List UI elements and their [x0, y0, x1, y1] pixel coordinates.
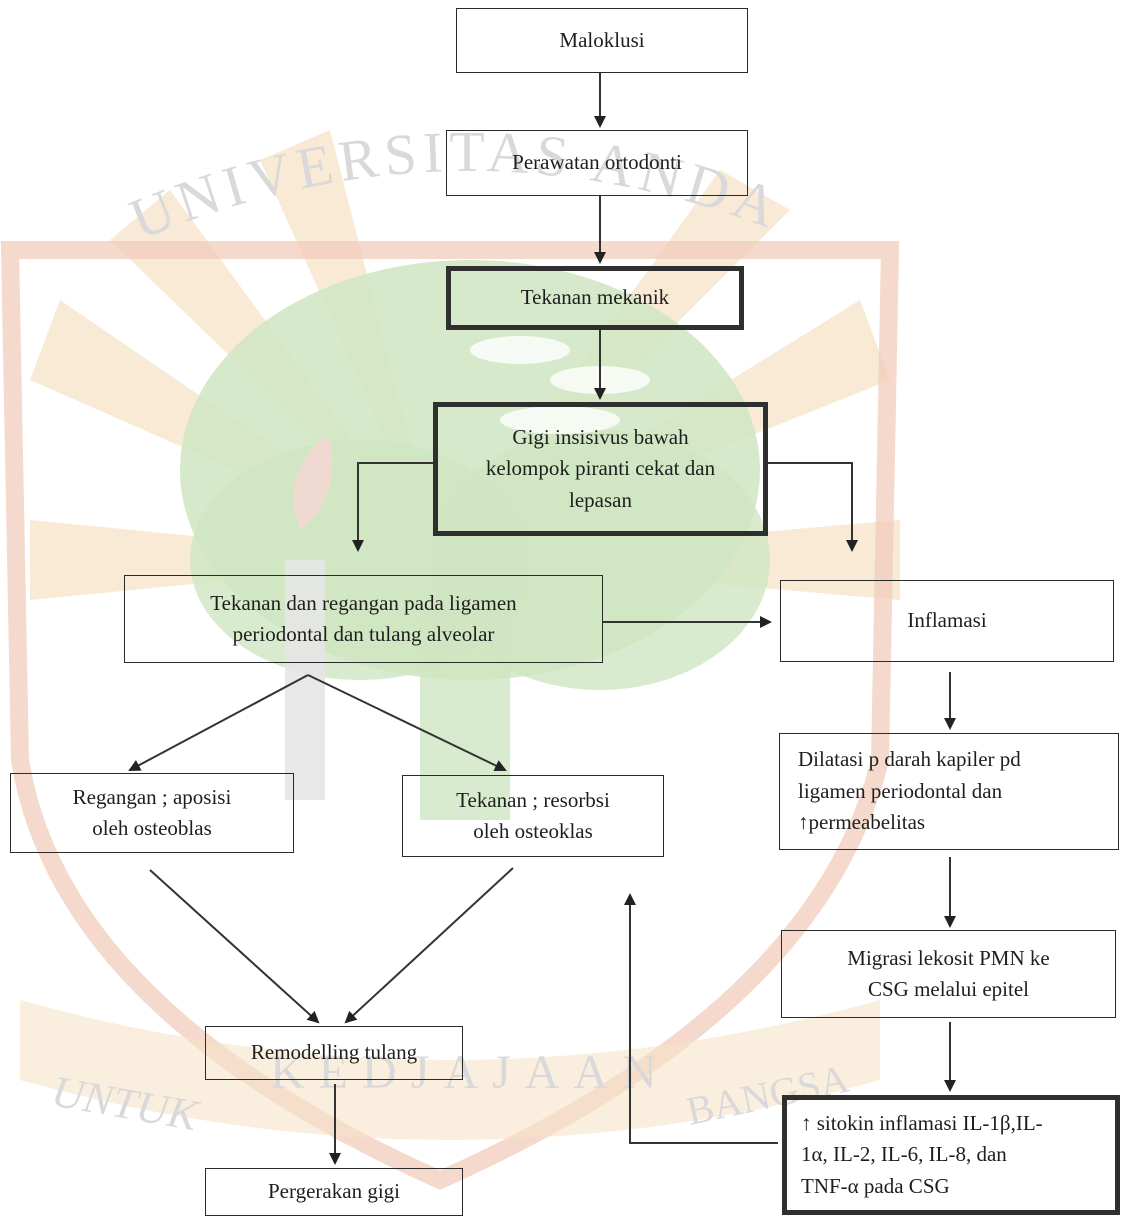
- node-gigi-insisivus-label: Gigi insisivus bawah kelompok piranti ce…: [485, 424, 716, 512]
- node-inflamasi-label: Inflamasi: [907, 608, 987, 633]
- arrow-tekanan-regangan-tekanan-resorbsi: [307, 674, 507, 772]
- node-migrasi-label: Migrasi lekosit PMN ke CSG melalui epite…: [847, 945, 1050, 1002]
- node-pergerakan-gigi-label: Pergerakan gigi: [268, 1179, 400, 1204]
- node-perawatan-ortodonti-label: Perawatan ortodonti: [512, 150, 682, 175]
- node-gigi-insisivus: Gigi insisivus bawah kelompok piranti ce…: [433, 402, 768, 536]
- node-regangan-aposisi-label: Regangan ; aposisi oleh osteoblas: [72, 784, 232, 841]
- node-sitokin-label: ↑ sitokin inflamasi IL-1β,IL- 1α, IL-2, …: [801, 1110, 1043, 1198]
- node-pergerakan-gigi: Pergerakan gigi: [205, 1168, 463, 1216]
- node-maloklusi-label: Maloklusi: [559, 27, 645, 52]
- banner-shape: [20, 1000, 880, 1140]
- node-remodelling: Remodelling tulang: [205, 1026, 463, 1080]
- node-maloklusi: Maloklusi: [456, 8, 748, 73]
- node-remodelling-label: Remodelling tulang: [250, 1040, 418, 1065]
- node-perawatan-ortodonti: Perawatan ortodonti: [446, 130, 748, 196]
- node-tekanan-resorbsi-label: Tekanan ; resorbsi oleh osteoklas: [456, 787, 610, 844]
- node-tekanan-resorbsi: Tekanan ; resorbsi oleh osteoklas: [402, 775, 664, 857]
- node-regangan-aposisi: Regangan ; aposisi oleh osteoblas: [10, 773, 294, 853]
- node-dilatasi: Dilatasi p darah kapiler pd ligamen peri…: [779, 733, 1119, 850]
- tree-trunk: [420, 600, 510, 820]
- arrow-tekanan-regangan-regangan: [128, 674, 309, 771]
- flame-shape: [293, 440, 332, 530]
- node-tekanan-mekanik-label: Tekanan mekanik: [520, 285, 670, 310]
- arrow-tekanan-resorbsi-remodelling: [344, 867, 514, 1024]
- arrow-regangan-remodelling: [149, 869, 320, 1024]
- node-inflamasi: Inflamasi: [780, 580, 1114, 662]
- node-dilatasi-label: Dilatasi p darah kapiler pd ligamen peri…: [798, 747, 1021, 835]
- node-tekanan-regangan: Tekanan dan regangan pada ligamen period…: [124, 575, 603, 663]
- arrow-gigi-inflamasi: [768, 462, 858, 552]
- node-tekanan-regangan-label: Tekanan dan regangan pada ligamen period…: [210, 590, 517, 647]
- node-migrasi: Migrasi lekosit PMN ke CSG melalui epite…: [781, 930, 1116, 1018]
- arrow-sitokin-tekanan-resorbsi: [624, 893, 778, 1144]
- node-tekanan-mekanik: Tekanan mekanik: [446, 266, 744, 330]
- shield-outline: [0, 241, 900, 1190]
- arrow-gigi-tekanan-regangan: [352, 462, 433, 552]
- node-sitokin: ↑ sitokin inflamasi IL-1β,IL- 1α, IL-2, …: [782, 1095, 1120, 1215]
